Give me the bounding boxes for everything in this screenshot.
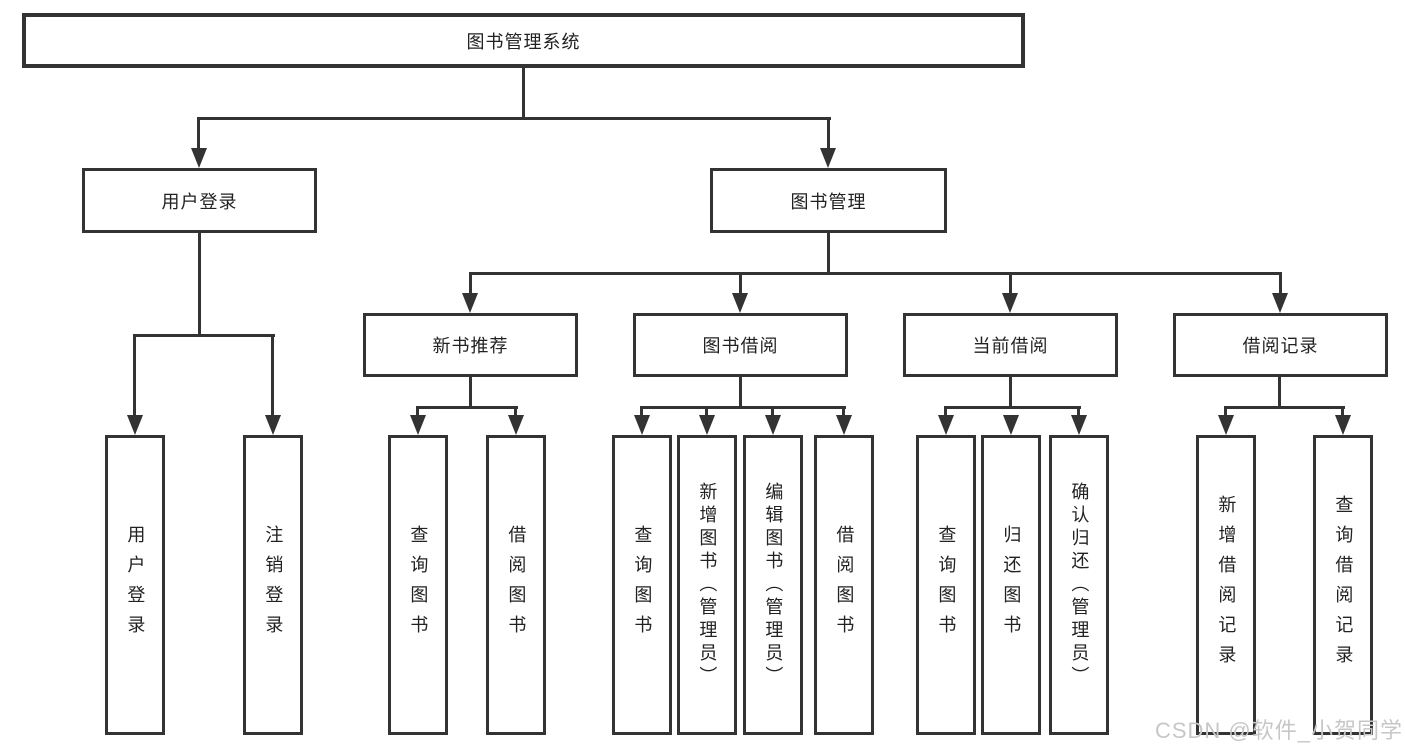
leaf-borrow-books-recommend: 借阅图书 (486, 435, 546, 735)
connector-line (469, 377, 472, 409)
leaf-logout: 注销登录 (243, 435, 303, 735)
leaf-query-books-current: 查询图书 (916, 435, 976, 735)
arrow-down-icon (765, 415, 781, 435)
arrow-down-icon (1218, 415, 1234, 435)
arrow-down-icon (836, 415, 852, 435)
connector-line (842, 406, 845, 417)
connector-line (1278, 377, 1281, 409)
connector-line (416, 406, 419, 417)
arrow-down-icon (265, 415, 281, 435)
connector-line (827, 233, 830, 275)
connector-line (271, 334, 274, 417)
node-user-login: 用户登录 (82, 168, 317, 233)
connector-line (944, 406, 1081, 409)
node-label: 用户登录 (125, 525, 146, 645)
connector-line (1279, 272, 1282, 295)
connector-line (133, 334, 136, 417)
arrow-down-icon (634, 415, 650, 435)
connector-line (944, 406, 947, 417)
leaf-add-borrow-record: 新增借阅记录 (1196, 435, 1256, 735)
arrow-down-icon (191, 148, 207, 168)
arrow-down-icon (1002, 293, 1018, 313)
leaf-query-borrow-record: 查询借阅记录 (1313, 435, 1373, 735)
node-label: 查询图书 (936, 525, 957, 645)
node-label: 归还图书 (1001, 525, 1022, 645)
connector-line (416, 406, 518, 409)
arrow-down-icon (1071, 415, 1087, 435)
connector-line (1341, 406, 1344, 417)
arrow-down-icon (462, 293, 478, 313)
connector-line (522, 68, 525, 120)
node-book-borrowing: 图书借阅 (633, 313, 848, 377)
node-library-management-system: 图书管理系统 (22, 13, 1025, 68)
connector-line (198, 117, 831, 120)
node-label: 借阅图书 (834, 525, 855, 645)
connector-line (705, 406, 708, 417)
leaf-edit-book-admin: 编辑图书（管理员） (743, 435, 803, 735)
node-label: 注销登录 (263, 525, 284, 645)
leaf-confirm-return-admin: 确认归还（管理员） (1049, 435, 1109, 735)
connector-line (739, 377, 742, 409)
node-label: 查询图书 (632, 525, 653, 645)
node-book-management: 图书管理 (710, 168, 947, 233)
node-label: 借阅记录 (1242, 336, 1319, 356)
csdn-watermark: CSDN @软件_小贺同学 (1154, 718, 1403, 743)
arrow-down-icon (1003, 415, 1019, 435)
node-label: 图书借阅 (702, 336, 779, 356)
arrow-down-icon (732, 293, 748, 313)
connector-line (771, 406, 774, 417)
connector-line (1224, 406, 1345, 409)
connector-line (198, 233, 201, 337)
node-label: 图书管理 (790, 191, 867, 212)
node-label: 当前借阅 (972, 336, 1049, 356)
connector-line (827, 117, 830, 150)
arrow-down-icon (1335, 415, 1351, 435)
node-label: 借阅图书 (506, 525, 527, 645)
arrow-down-icon (820, 148, 836, 168)
node-label: 确认归还（管理员） (1069, 481, 1090, 689)
connector-line (469, 272, 1282, 275)
node-label: 查询借阅记录 (1333, 495, 1354, 675)
connector-line (197, 117, 200, 150)
leaf-add-book-admin: 新增图书（管理员） (677, 435, 737, 735)
arrow-down-icon (127, 415, 143, 435)
node-label: 用户登录 (161, 191, 238, 212)
arrow-down-icon (410, 415, 426, 435)
node-label: 查询图书 (408, 525, 429, 645)
connector-line (1224, 406, 1227, 417)
connector-line (514, 406, 517, 417)
arrow-down-icon (938, 415, 954, 435)
connector-line (1077, 406, 1080, 417)
node-label: 编辑图书（管理员） (763, 481, 784, 689)
node-borrowing-records: 借阅记录 (1173, 313, 1388, 377)
leaf-user-login: 用户登录 (105, 435, 165, 735)
leaf-query-books-borrowing: 查询图书 (612, 435, 672, 735)
leaf-query-books-recommend: 查询图书 (388, 435, 448, 735)
node-current-borrowing: 当前借阅 (903, 313, 1118, 377)
arrow-down-icon (1272, 293, 1288, 313)
node-new-book-recommendation: 新书推荐 (363, 313, 578, 377)
node-label: 新增图书（管理员） (697, 481, 718, 689)
connector-line (640, 406, 846, 409)
connector-line (133, 334, 275, 337)
arrow-down-icon (508, 415, 524, 435)
connector-line (640, 406, 643, 417)
connector-line (469, 272, 472, 295)
connector-line (1009, 272, 1012, 295)
leaf-return-book: 归还图书 (981, 435, 1041, 735)
leaf-borrow-books-borrowing: 借阅图书 (814, 435, 874, 735)
node-label: 新书推荐 (432, 336, 509, 356)
node-label: 图书管理系统 (466, 31, 581, 52)
connector-line (739, 272, 742, 295)
connector-line (1009, 377, 1012, 409)
node-label: 新增借阅记录 (1216, 495, 1237, 675)
arrow-down-icon (699, 415, 715, 435)
